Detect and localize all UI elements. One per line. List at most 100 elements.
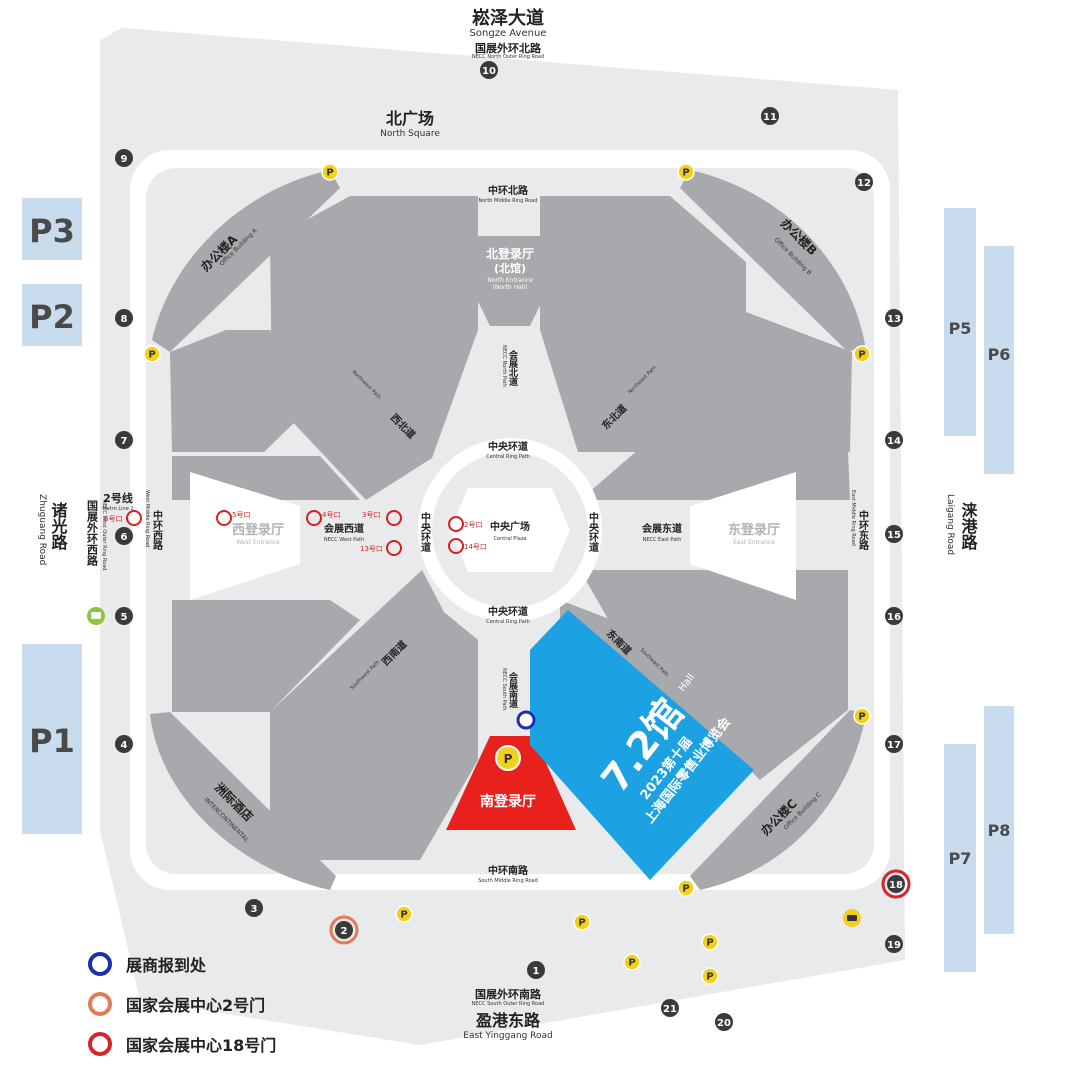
taxi-icon bbox=[843, 909, 861, 927]
gate-11[interactable]: 11 bbox=[761, 107, 779, 125]
gate-13[interactable]: 13 bbox=[885, 309, 903, 327]
east-entrance-zh: 东登录厅 bbox=[728, 522, 780, 538]
north-entrance-block[interactable] bbox=[446, 236, 574, 326]
metro-exit-13[interactable]: 13号口 bbox=[360, 540, 402, 556]
svg-text:10: 10 bbox=[482, 66, 496, 77]
parking-lot-p6[interactable] bbox=[984, 246, 1014, 474]
svg-text:12: 12 bbox=[857, 178, 871, 189]
parking-badge-10[interactable]: P bbox=[623, 953, 641, 971]
hall-7-2[interactable] bbox=[530, 610, 754, 880]
metro-exit-2[interactable]: 2号口 bbox=[448, 516, 482, 532]
svg-text:6号口: 6号口 bbox=[104, 515, 122, 523]
gate-9[interactable]: 9 bbox=[115, 149, 133, 167]
parking-lot-p7-label: P7 bbox=[949, 849, 972, 868]
gate-21[interactable]: 21 bbox=[661, 999, 679, 1017]
east-path-zh: 会展东道 bbox=[642, 522, 682, 535]
svg-text:6: 6 bbox=[121, 532, 128, 543]
gate-19[interactable]: 19 bbox=[885, 935, 903, 953]
gate-12[interactable]: 12 bbox=[855, 173, 873, 191]
svg-text:P: P bbox=[400, 910, 407, 921]
east-middle-road-zh: 中环东路 bbox=[857, 509, 869, 551]
songze-avenue-en: Songze Avenue bbox=[470, 28, 547, 39]
parking-badge-11[interactable]: P bbox=[701, 967, 719, 985]
gate-1[interactable]: 1 bbox=[527, 961, 545, 979]
parking-lot-p1-label: P1 bbox=[29, 722, 75, 760]
south-entrance-zh: 南登录厅 bbox=[480, 793, 536, 810]
north-middle-road-en: North Middle Ring Road bbox=[478, 198, 537, 204]
hall-block-se-outer[interactable] bbox=[580, 570, 848, 780]
central-plaza-core[interactable] bbox=[450, 488, 570, 572]
north-entrance-en2: (North Hall) bbox=[493, 284, 528, 291]
parking-badge-1[interactable]: P bbox=[321, 163, 339, 181]
hall-block-sw[interactable] bbox=[270, 570, 478, 860]
parking-badge-3[interactable]: P bbox=[143, 345, 161, 363]
gate-2[interactable]: 2 bbox=[329, 915, 359, 945]
gate-16[interactable]: 16 bbox=[885, 607, 903, 625]
office-building-a[interactable] bbox=[152, 170, 340, 352]
legend-item-registration: 展商报到处 bbox=[88, 944, 276, 984]
metro-exit-4[interactable]: 4号口 bbox=[306, 510, 340, 526]
hall-block-ne[interactable] bbox=[540, 196, 746, 452]
legend-label-registration: 展商报到处 bbox=[126, 956, 207, 975]
gate-8[interactable]: 8 bbox=[115, 309, 133, 327]
gate-15[interactable]: 15 bbox=[885, 525, 903, 543]
gate-18[interactable]: 18 bbox=[881, 869, 911, 899]
west-entrance-hall[interactable] bbox=[190, 472, 300, 600]
parking-badge-8[interactable]: P bbox=[573, 913, 591, 931]
registration-ring-icon bbox=[88, 952, 112, 976]
metro-exit-14[interactable]: 14号口 bbox=[448, 538, 487, 554]
parking-lot-p8[interactable] bbox=[984, 706, 1014, 934]
north-square-en: North Square bbox=[380, 129, 440, 139]
hall-block-nw[interactable] bbox=[270, 196, 478, 500]
hall-block-ne-lower[interactable] bbox=[580, 360, 850, 500]
metro-exit-3[interactable]: 3号口 bbox=[362, 510, 402, 526]
central-ring-top-zh: 中央环道 bbox=[488, 440, 528, 453]
parking-lot-p3[interactable] bbox=[22, 198, 82, 260]
svg-text:3号口: 3号口 bbox=[362, 511, 380, 519]
office-building-b[interactable] bbox=[680, 170, 865, 352]
gate-7[interactable]: 7 bbox=[115, 431, 133, 449]
bus-stop-icon bbox=[87, 607, 105, 625]
laigang-road-zh: 涞港路 bbox=[959, 501, 978, 551]
gate-14[interactable]: 14 bbox=[885, 431, 903, 449]
north-entrance-en1: North Entrance bbox=[487, 277, 533, 284]
metro-exit-5[interactable]: 5号口 bbox=[216, 510, 250, 526]
parking-lot-p1[interactable] bbox=[22, 644, 82, 834]
svg-text:P: P bbox=[326, 168, 333, 179]
parking-badge-6[interactable]: P bbox=[677, 879, 695, 897]
gate-17[interactable]: 17 bbox=[885, 735, 903, 753]
registration-marker[interactable] bbox=[516, 710, 536, 730]
central-ring-east-zh: 中央环道 bbox=[587, 511, 599, 553]
north-path-en: NECC North Path bbox=[501, 345, 507, 387]
gate-5[interactable]: 5 bbox=[115, 607, 133, 625]
parking-lots: P3 P2 P1 P5 P6 P7 P8 bbox=[22, 198, 1014, 972]
west-outer-road-en: NECC West Outer Ring Road bbox=[101, 500, 107, 570]
gate-2-ring-icon bbox=[88, 992, 112, 1016]
hall-block-sw-outer[interactable] bbox=[172, 600, 360, 712]
parking-badge-2[interactable]: P bbox=[677, 163, 695, 181]
songze-avenue-zh: 崧泽大道 bbox=[472, 7, 544, 29]
parking-badge-9[interactable]: P bbox=[701, 933, 719, 951]
yinggang-road-zh: 盈港东路 bbox=[475, 1011, 541, 1030]
parking-badge-4[interactable]: P bbox=[853, 345, 871, 363]
parking-lot-p8-label: P8 bbox=[988, 821, 1011, 840]
metro-exit-6[interactable]: 6号口 bbox=[104, 510, 142, 526]
parking-lot-p5[interactable] bbox=[944, 208, 976, 436]
gate-6[interactable]: 6 bbox=[115, 527, 133, 545]
parking-lot-p3-label: P3 bbox=[29, 212, 75, 250]
east-entrance-hall[interactable] bbox=[690, 472, 796, 600]
parking-lot-p7[interactable] bbox=[944, 744, 976, 972]
gate-4[interactable]: 4 bbox=[115, 735, 133, 753]
office-building-c[interactable] bbox=[690, 710, 866, 890]
parking-badge-5[interactable]: P bbox=[853, 707, 871, 725]
south-outer-road-zh: 国展外环南路 bbox=[475, 987, 542, 1001]
gate-10[interactable]: 10 bbox=[480, 61, 498, 79]
gate-20[interactable]: 20 bbox=[715, 1013, 733, 1031]
parking-badge-7[interactable]: P bbox=[395, 905, 413, 923]
gate-3[interactable]: 3 bbox=[245, 899, 263, 917]
parking-lot-p2[interactable] bbox=[22, 284, 82, 346]
svg-text:7: 7 bbox=[121, 436, 128, 447]
svg-text:P: P bbox=[148, 350, 155, 361]
south-outer-road-en: NECC South Outer Ring Road bbox=[472, 1001, 545, 1007]
